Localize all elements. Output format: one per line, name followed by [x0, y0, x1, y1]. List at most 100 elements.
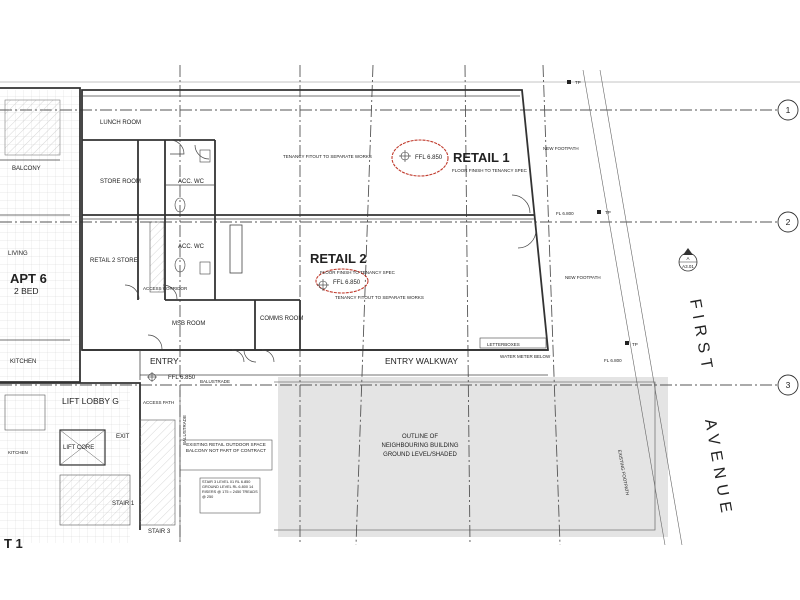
note-tp-3: TP [632, 342, 638, 347]
room-label-store: STORE ROOM [100, 179, 141, 185]
room-label-lift-lobby: LIFT LOBBY G [62, 396, 119, 406]
msb-door-1 [231, 349, 245, 363]
entry-door [147, 334, 163, 350]
street-label-first: FIRST [686, 298, 716, 376]
room-label-r2store: RETAIL 2 STORE [90, 258, 138, 264]
room-label-corridor: ACCESS CORRIDOR [143, 286, 188, 291]
store-door [124, 284, 140, 300]
note-tp-1: TP [575, 80, 581, 85]
kitchen2-bench [4, 394, 46, 431]
note-water-meter: WATER METER BELOW [500, 354, 551, 359]
room-label-entry: ENTRY [150, 356, 179, 366]
grid-line-v3 [464, 64, 471, 546]
note-letterboxes: LETTERBOXES [487, 342, 520, 347]
wc1-door2 [194, 144, 210, 160]
retail2-entry-door [517, 229, 537, 249]
stair3-flight [139, 419, 176, 526]
bench [229, 224, 243, 274]
room-label-msb: MSB ROOM [172, 321, 205, 327]
room-label-retail2: RETAIL 2 [310, 251, 367, 266]
note-outline-3: GROUND LEVEL/SHADED [383, 452, 457, 458]
room-label-exit: EXIT [116, 434, 130, 440]
letterbox-unit [479, 337, 547, 349]
tp-marker-1 [567, 80, 571, 84]
room-label-walkway: ENTRY WALKWAY [385, 356, 458, 366]
apt6-inner-walls [0, 159, 70, 341]
note-balustrade: BALUSTRADE [200, 379, 230, 384]
apt6-walls [0, 87, 81, 383]
grid-marker-2-label: 2 [786, 217, 791, 227]
room-label-apt6: APT 6 [10, 271, 47, 286]
room-label-wc1: ACC. WC [178, 179, 205, 185]
toilet-2 [174, 257, 186, 273]
stair-flight-store [149, 221, 165, 293]
msb-door-2 [243, 349, 257, 363]
room-label-apt6-beds: 2 BED [14, 286, 39, 296]
road-edge-2 [599, 69, 683, 546]
tp-marker-3 [625, 341, 629, 345]
level-fl-6800b: FL 6.800 [604, 358, 622, 363]
note-existing-retail-wrap: EXISTING RETAIL OUTDOOR SPACE BALCONY NO… [185, 442, 267, 453]
revision-cloud-retail2 [315, 268, 369, 294]
room-label-stair3: STAIR 3 [148, 529, 171, 535]
grid-marker-1: 1 [777, 99, 799, 121]
level-retail2: FFL 6.850 [333, 280, 361, 286]
room-label-partial: T 1 [4, 536, 23, 551]
lift-shaft [59, 429, 106, 466]
grid-marker-1-label: 1 [786, 105, 791, 115]
section-ref-bottom: A3.01 [682, 264, 694, 269]
toilet-1 [174, 197, 186, 213]
note-existing-retail: EXISTING RETAIL OUTDOOR SPACE BALCONY NO… [185, 442, 267, 453]
grid-line-v2 [355, 64, 374, 546]
note-footpath-2: NEW FOOTPATH [565, 275, 601, 280]
street-label-avenue: AVENUE [701, 418, 735, 520]
note-stair-wrap: STAIR 3 LEVEL 01 RL 6.850 GROUND LEVEL R… [202, 480, 258, 499]
lift-cross-2 [59, 429, 106, 466]
revision-cloud-retail1 [391, 139, 449, 177]
level-retail1: FFL 6.850 [415, 155, 443, 161]
stair1-flight [59, 474, 131, 526]
level-marker-retail1 [399, 150, 411, 162]
room-label-kitchen2: KITCHEN [8, 450, 28, 455]
neighbouring-outline [274, 381, 656, 531]
level-marker-entry [147, 372, 157, 382]
note-footpath-1: NEW FOOTPATH [543, 146, 579, 151]
note-tenancy-2: TENANCY FITOUT TO SEPARATE WORKS [335, 295, 424, 300]
basin-1 [199, 149, 211, 163]
stair-notes-box [199, 477, 261, 514]
level-entry: FFL 6.850 [168, 375, 196, 381]
room-label-retail1: RETAIL 1 [453, 150, 510, 165]
note-balustrade-vertical: BALUSTRADE [182, 415, 187, 445]
room-label-stair1: STAIR 1 [112, 501, 135, 507]
level-marker-retail2 [317, 279, 329, 291]
grid-marker-3-label: 3 [786, 380, 791, 390]
room-label-wc2: ACC. WC [178, 244, 205, 250]
note-floor-finish-2: FLOOR FINISH TO TENANCY SPEC [320, 270, 396, 275]
note-stair: STAIR 3 LEVEL 01 RL 6.850 GROUND LEVEL R… [202, 480, 258, 499]
note-tenancy-1: TENANCY FITOUT TO SEPARATE WORKS [283, 154, 372, 159]
road-edge-1 [582, 69, 666, 546]
grid-line-v4 [542, 64, 561, 546]
room-label-lunch: LUNCH ROOM [100, 120, 141, 126]
room-label-access-path: ACCESS PATH [143, 400, 174, 405]
grid-marker-2: 2 [777, 211, 799, 233]
comms-door [261, 349, 275, 363]
wc1-door [169, 139, 185, 155]
room-label-comms: COMMS ROOM [260, 316, 303, 322]
note-floor-finish-1: FLOOR FINISH TO TENANCY SPEC [452, 168, 528, 173]
note-outline-2: NEIGHBOURING BUILDING [381, 443, 458, 449]
note-outline-1: OUTLINE OF [402, 434, 438, 440]
section-reference: A A3.01 [678, 248, 698, 272]
note-tp-2: TP [605, 210, 611, 215]
room-label-kitchen: KITCHEN [10, 359, 36, 365]
retail-envelope [81, 89, 549, 351]
balcony-hatch [4, 99, 61, 156]
corridor-door [162, 284, 178, 300]
level-fl-6800: FL 6.800 [556, 211, 574, 216]
room-label-lift-core: LIFT CORE [63, 445, 94, 451]
section-ref-top: A [686, 256, 689, 261]
retail1-entry-door [511, 194, 531, 214]
room-label-living: LIVING [8, 251, 28, 257]
grid-marker-3: 3 [777, 374, 799, 396]
